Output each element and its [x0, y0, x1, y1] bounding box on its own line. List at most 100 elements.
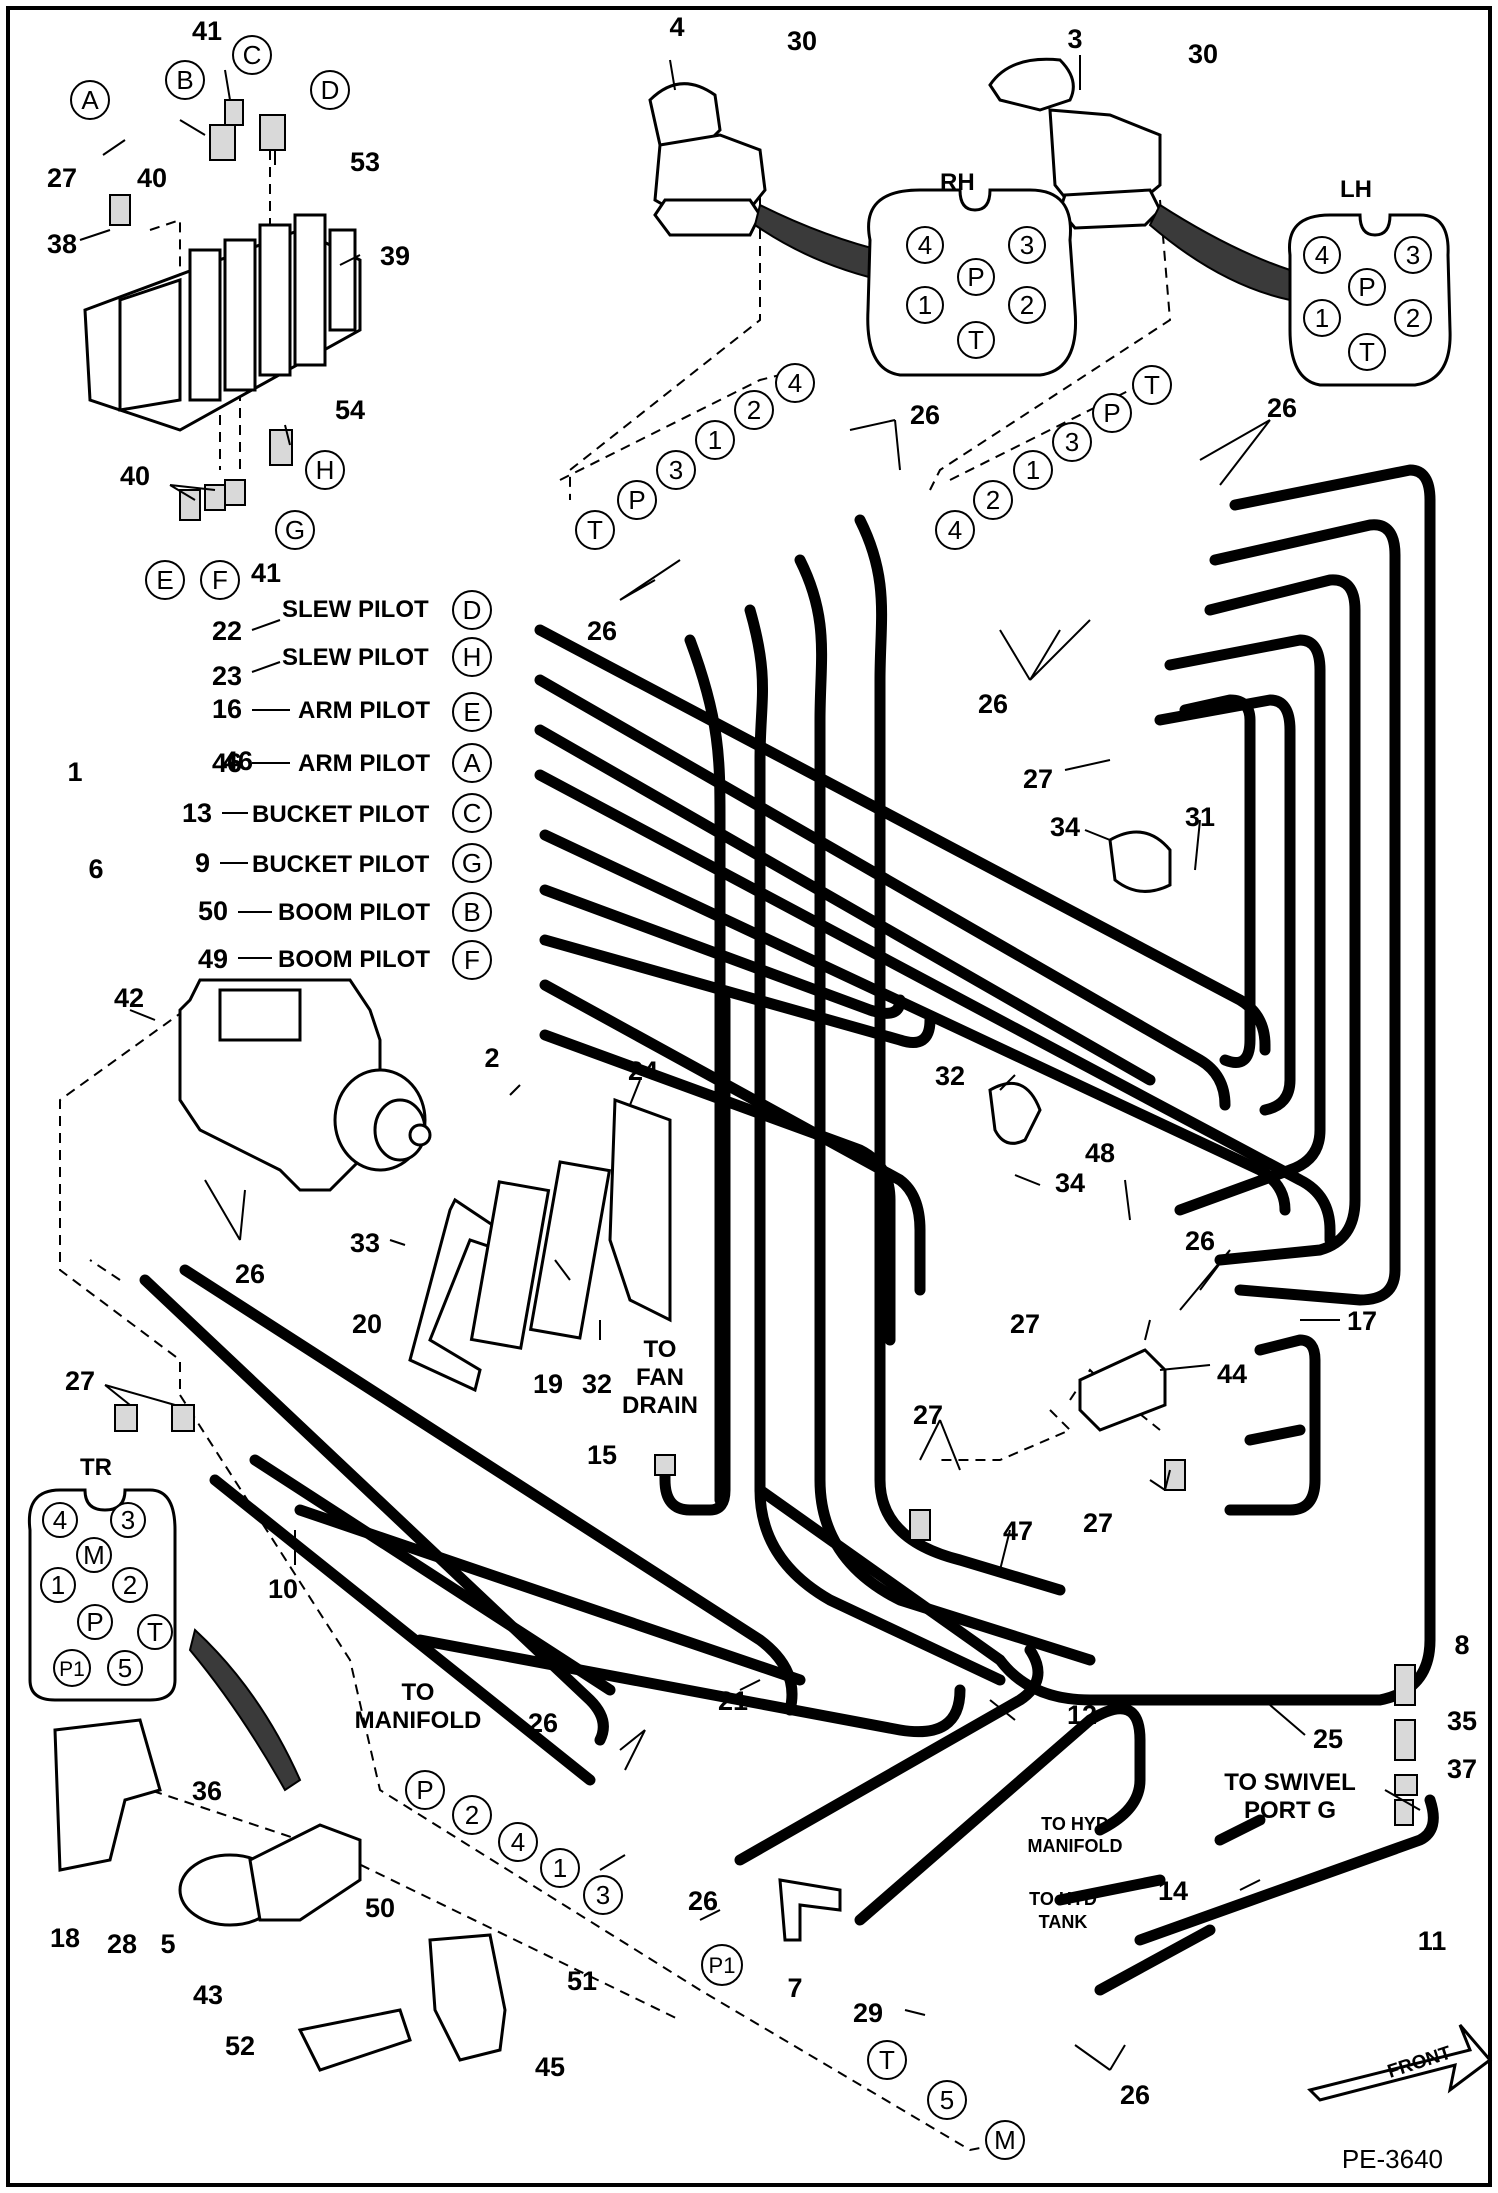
callout: 21 — [718, 1686, 748, 1716]
lh-hose-tag: 4 — [948, 515, 962, 545]
callout: 26 — [235, 1259, 265, 1289]
pilot-number: 9 — [195, 848, 210, 878]
callout: 27 — [47, 163, 77, 193]
tr-hose-tag: 4 — [511, 1827, 525, 1857]
pilot-port: A — [463, 748, 481, 778]
callout: 27 — [913, 1400, 943, 1430]
rh-port: T — [968, 325, 984, 355]
hydraulic-pump — [178, 978, 432, 1192]
valve-port-tag: C — [243, 40, 262, 70]
clamp-34-lower — [988, 1081, 1042, 1145]
tee-7 — [778, 1878, 842, 1942]
callout: 3 — [1067, 24, 1082, 54]
rh-port: 1 — [918, 290, 932, 320]
clamp-34 — [1108, 830, 1172, 893]
tr-hose-tag: 1 — [553, 1853, 567, 1883]
tr-hose-tag: 3 — [596, 1880, 610, 1910]
rh-port: 4 — [918, 230, 932, 260]
to-hyd-manifold-line: MANIFOLD — [1028, 1836, 1123, 1856]
callout: 54 — [335, 395, 365, 425]
pilot-port: D — [463, 595, 482, 625]
lh-hose-tag: 2 — [986, 485, 1000, 515]
hose — [1164, 634, 1326, 1216]
valve-port-tag: A — [81, 85, 99, 115]
rh-hose-tag: P — [628, 485, 645, 515]
pilot-number: 22 — [212, 616, 242, 646]
valve-port-tag: D — [321, 75, 340, 105]
callout: 18 — [50, 1923, 80, 1953]
callout: 11 — [1418, 1926, 1447, 1956]
callout: 34 — [1055, 1168, 1085, 1198]
callout: 30 — [787, 26, 817, 56]
callout: 10 — [268, 1574, 298, 1604]
hose — [539, 1029, 896, 1346]
callout: 48 — [1085, 1138, 1115, 1168]
hose — [1204, 574, 1361, 1266]
rh-hose-tag: 4 — [788, 368, 802, 398]
callout: 8 — [1454, 1630, 1469, 1660]
to-hyd-tank-line: TANK — [1039, 1912, 1088, 1932]
pilot-number: 23 — [212, 661, 242, 691]
rh-hose-tag: 1 — [708, 425, 722, 455]
tr-port: 1 — [51, 1570, 65, 1600]
pilot-port: B — [463, 897, 480, 927]
callout: 27 — [1010, 1309, 1040, 1339]
callout: 40 — [120, 461, 150, 491]
pilot-number: 49 — [198, 944, 228, 974]
hose — [249, 1454, 616, 1696]
pilot-port: F — [464, 945, 480, 975]
callout: 14 — [1158, 1876, 1188, 1906]
callout: 45 — [535, 2052, 565, 2082]
to-fan-drain-line: TO — [644, 1336, 677, 1363]
pilot-name: BOOM PILOT — [278, 899, 430, 926]
callout: 36 — [192, 1776, 222, 1806]
callout: 27 — [1083, 1508, 1113, 1538]
pilot-number: 16 — [212, 694, 242, 724]
tr-port: P1 — [59, 1658, 85, 1681]
pilot-name: SLEW PILOT — [282, 596, 429, 623]
callout: 26 — [1267, 393, 1297, 423]
rh-port: P — [967, 262, 984, 292]
hose — [794, 554, 1096, 1666]
hose — [534, 674, 1231, 1111]
tr-hose-tag: 5 — [940, 2085, 954, 2115]
bracket-18 — [53, 1718, 162, 1872]
callout: 26 — [978, 689, 1008, 719]
lh-hose-tag: P — [1103, 398, 1120, 428]
tr-label: TR — [80, 1454, 112, 1481]
hose — [539, 979, 926, 1296]
plate-24 — [608, 1097, 672, 1323]
pilot-port: H — [463, 642, 482, 672]
callout: 44 — [1217, 1359, 1247, 1389]
tr-port: 4 — [53, 1505, 67, 1535]
leader-lines — [79, 55, 1421, 2071]
rh-port: 3 — [1020, 230, 1034, 260]
callout: 43 — [193, 1980, 223, 2010]
lh-port: 2 — [1406, 303, 1420, 333]
callout: 17 — [1347, 1306, 1377, 1336]
hose — [744, 604, 1006, 1686]
hose — [534, 724, 1156, 1086]
tr-port: P — [86, 1607, 103, 1637]
hose — [684, 634, 726, 1506]
hose — [179, 1264, 798, 1716]
pilot-name: BOOM PILOT — [278, 946, 430, 973]
hose — [1179, 694, 1256, 1068]
to-hyd-manifold-line: TO HYD — [1041, 1814, 1109, 1834]
callout: 41 — [251, 558, 281, 588]
callout: 50 — [365, 1893, 395, 1923]
pilot-number: 50 — [198, 896, 228, 926]
hose — [1244, 1424, 1306, 1446]
tr-hose-tag: T — [879, 2045, 895, 2075]
terminal-block — [469, 1160, 612, 1350]
valve-port-tag: H — [316, 455, 335, 485]
hose — [209, 1474, 596, 1786]
callout: 39 — [380, 241, 410, 271]
pilot-name: BUCKET PILOT — [252, 801, 430, 828]
callout: 26 — [910, 400, 940, 430]
pilot-name: ARM PILOT — [298, 750, 430, 777]
hose — [539, 884, 906, 1019]
rh-port: 2 — [1020, 290, 1034, 320]
to-fan-drain-line: FAN — [636, 1364, 684, 1391]
callout: 42 — [114, 983, 144, 1013]
